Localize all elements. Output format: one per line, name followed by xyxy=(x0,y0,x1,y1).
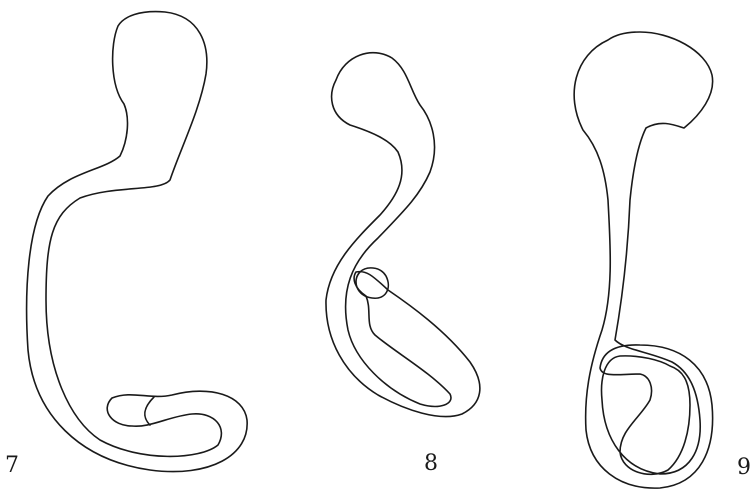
figure-9-number: 9 xyxy=(737,457,751,479)
figure-8-outer-outline xyxy=(326,53,480,417)
figure-9-drawing xyxy=(574,32,712,488)
figure-7-inner-curl xyxy=(145,397,154,425)
figure-7-number: 7 xyxy=(5,455,19,477)
figure-8-drawing xyxy=(326,53,480,417)
figure-7-drawing xyxy=(27,12,248,472)
figure-7-outer-outline xyxy=(27,12,248,472)
figure-9-outer-outline xyxy=(574,32,712,488)
figure-8-number: 8 xyxy=(424,453,438,475)
